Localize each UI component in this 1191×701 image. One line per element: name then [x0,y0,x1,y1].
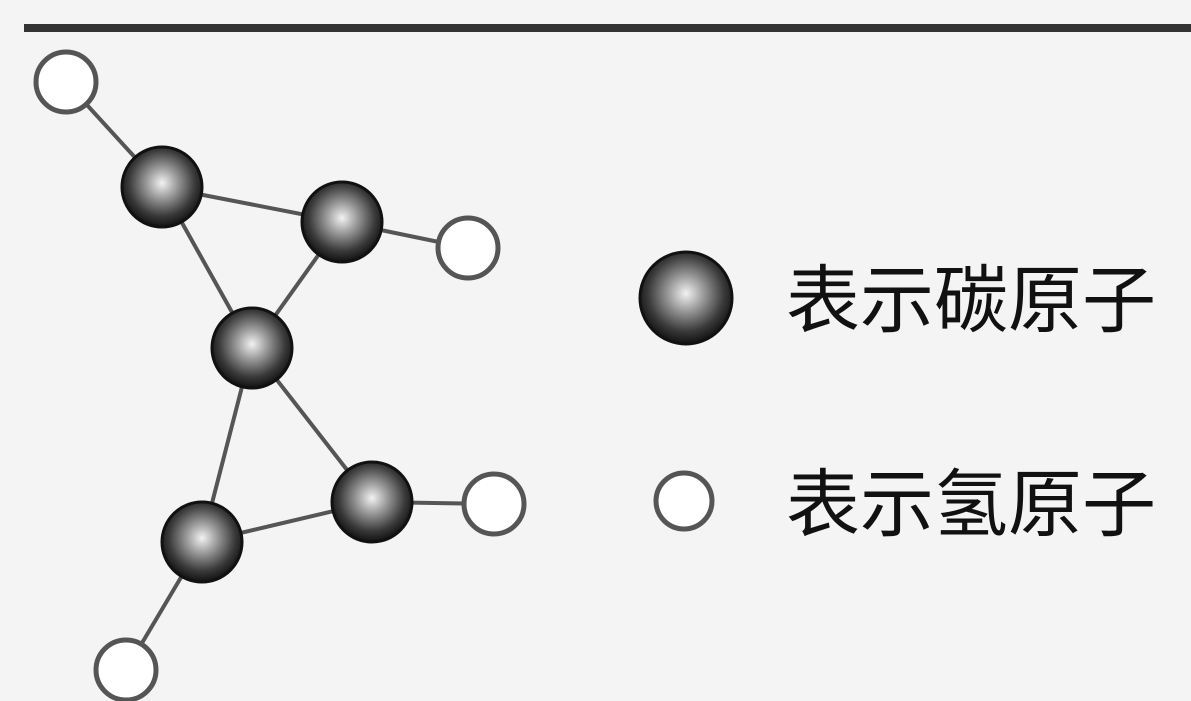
hydrogen-atom-h3 [93,637,159,701]
legend-carbon-icon [638,250,734,346]
carbon-atom-c5 [330,460,414,544]
legend: 表示碳原子 表示氢原子 [638,250,1156,548]
atoms-layer [33,49,527,701]
carbon-atom-c1 [120,145,204,229]
carbon-atom-c2 [300,180,384,264]
carbon-atom-c4 [160,500,244,584]
legend-hydrogen-icon [653,470,715,532]
hydrogen-atom-h4 [461,471,527,537]
legend-hydrogen-label: 表示氢原子 [786,462,1156,548]
hydrogen-atom-h1 [33,49,99,115]
carbon-atom-c3 [210,306,294,390]
hydrogen-atom-h2 [435,215,501,281]
legend-carbon-label: 表示碳原子 [786,258,1156,344]
